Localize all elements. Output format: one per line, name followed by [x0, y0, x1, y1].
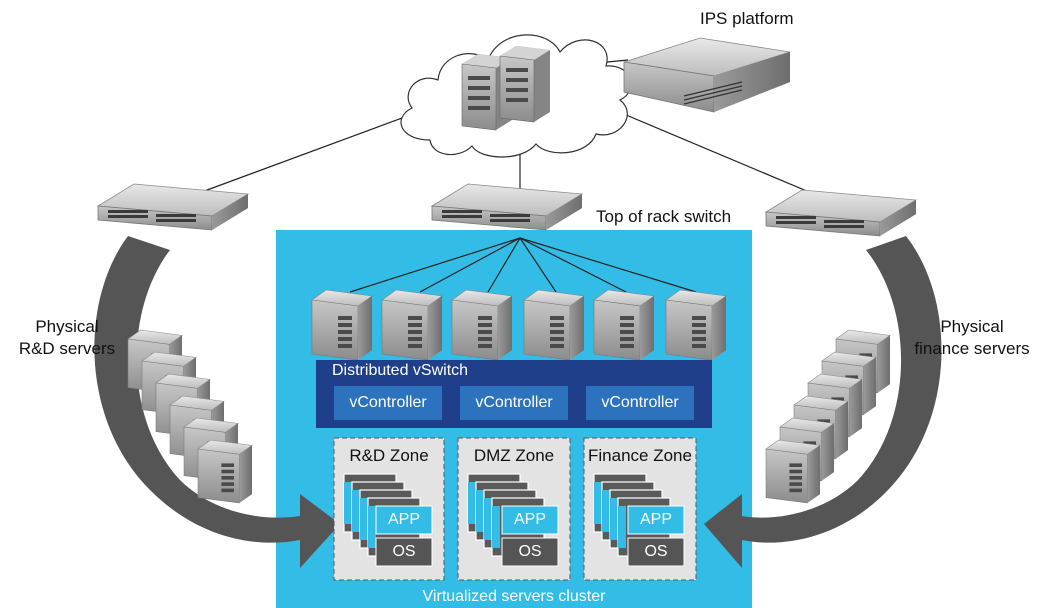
vcontroller-box	[586, 386, 694, 420]
physical-rd-label: Physical R&D servers	[18, 317, 116, 358]
zone-finance	[583, 437, 697, 581]
app-label: APP	[639, 511, 672, 528]
tower-server-icon	[665, 289, 727, 361]
network-links	[179, 59, 841, 293]
vcontroller-box	[334, 386, 442, 420]
tower-server-icon	[311, 289, 373, 361]
zone-rd	[333, 437, 445, 581]
switch-icon	[765, 189, 917, 237]
vswitch-label: Distributed vSwitch	[332, 362, 469, 379]
tower-server-icon	[451, 289, 513, 361]
switch-icon	[97, 183, 249, 231]
tower-server-icon	[593, 289, 655, 361]
os-label: OS	[644, 543, 668, 560]
app-label: APP	[513, 511, 546, 528]
tower-server-icon	[381, 289, 443, 361]
app-label: APP	[387, 511, 420, 528]
os-label: OS	[518, 543, 542, 560]
top-of-rack-label: Top of rack switch	[596, 207, 732, 226]
top-of-rack-switch-icon	[431, 183, 583, 231]
vcontroller-label: vController	[349, 394, 427, 411]
cluster-label: Virtualized servers cluster	[422, 588, 606, 605]
vcontroller-label: vController	[601, 394, 679, 411]
vcontroller-label: vController	[475, 394, 553, 411]
zone-dmz-title: DMZ Zone	[473, 446, 555, 465]
tower-server-icon	[523, 289, 585, 361]
curved-arrow-icon	[94, 236, 340, 568]
curved-arrow-icon	[704, 236, 942, 568]
vcontroller-box	[460, 386, 568, 420]
rack-server-icon	[461, 46, 550, 131]
zone-dmz	[457, 437, 571, 581]
physical-finance-label: Physical finance servers	[914, 317, 1030, 358]
ips-platform-label: IPS platform	[700, 9, 794, 28]
zone-finance-title: Finance Zone	[588, 446, 692, 465]
os-label: OS	[392, 543, 416, 560]
zone-rd-title: R&D Zone	[349, 446, 429, 465]
appliance-icon	[623, 37, 791, 113]
